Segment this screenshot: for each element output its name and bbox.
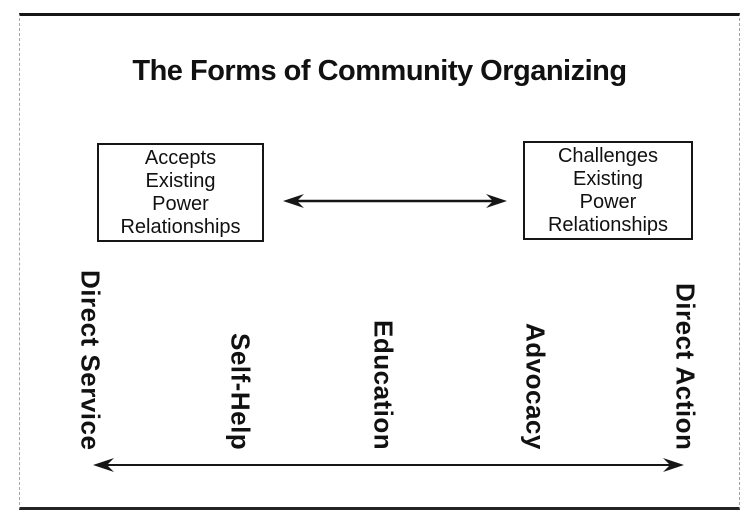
challenges-box-line-2: Existing: [572, 167, 644, 190]
challenges-box-line-3: Power: [579, 190, 637, 213]
challenges-box-line-1: Challenges: [557, 144, 659, 167]
spectrum-label-advocacy: Advocacy: [520, 323, 551, 450]
accepts-box-line-2: Existing: [145, 169, 216, 192]
accepts-power-box: Accepts Existing Power Relationships: [97, 143, 264, 242]
challenges-box-line-4: Relationships: [547, 213, 669, 236]
accepts-box-line-1: Accepts: [144, 146, 217, 169]
accepts-box-line-4: Relationships: [120, 215, 241, 238]
diagram-title: The Forms of Community Organizing: [132, 55, 627, 87]
spectrum-label-education: Education: [368, 319, 399, 450]
spectrum-label-direct-service: Direct Service: [75, 269, 106, 450]
spectrum-label-self-help: Self-Help: [225, 332, 256, 450]
accepts-box-line-3: Power: [152, 192, 209, 215]
challenges-power-box: Challenges Existing Power Relationships: [523, 141, 693, 240]
spectrum-label-direct-action: Direct Action: [670, 282, 701, 450]
diagram-frame: [19, 13, 740, 510]
